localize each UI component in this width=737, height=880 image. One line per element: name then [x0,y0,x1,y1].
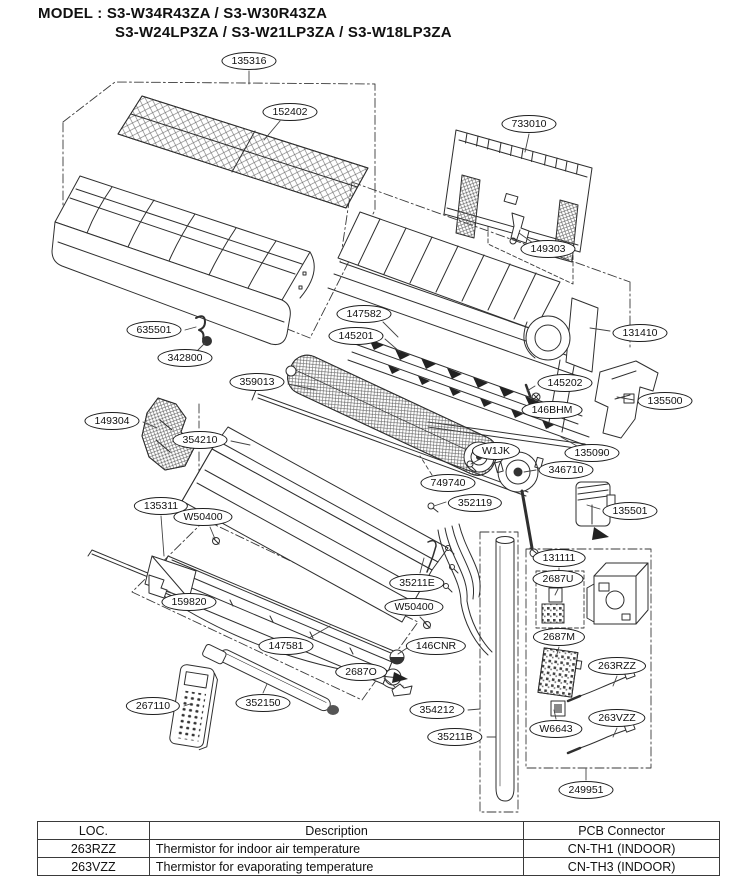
model-title: MODEL : S3-W34R43ZA / S3-W30R43ZA S3-W24… [38,4,452,42]
loc-cell: 263RZZ [37,839,150,858]
callout-35211b: 35211B [427,728,483,746]
callout-145201: 145201 [328,327,384,345]
installation-plate-part [443,129,593,263]
callout-147582: 147582 [336,305,392,323]
model-title-line1: MODEL : S3-W34R43ZA / S3-W30R43ZA [38,5,328,22]
side-bracket-part [141,397,196,471]
callout-635501: 635501 [126,321,182,339]
front-panel-part [51,175,315,345]
callout-131111: 131111 [532,549,586,567]
discharge-grille-assembly [87,549,408,690]
power-cord-part [509,212,530,245]
callout-135090: 135090 [564,444,620,462]
callout-2687o: 2687O [335,663,387,681]
callout-354212: 354212 [409,701,465,719]
table-row: 263VZZ Thermistor for evaporating temper… [37,857,720,876]
remote-control-part [169,664,218,751]
table-header-row: LOC. Description PCB Connector [37,821,720,840]
callout-146bhm: 146BHM [521,401,583,419]
thermistor-table: LOC. Description PCB Connector 263RZZ Th… [37,821,720,876]
callout-149303: 149303 [520,240,576,258]
callout-35211e: 35211E [389,574,445,592]
callout-733010: 733010 [501,115,557,133]
vane-parts [340,330,590,446]
col-header-loc: LOC. [37,821,150,840]
table-row: 263RZZ Thermistor for indoor air tempera… [37,839,720,858]
loc-cell: 263VZZ [37,857,150,876]
callout-352150: 352150 [235,694,291,712]
callout-263vzz: 263VZZ [588,709,646,727]
callout-359013: 359013 [229,373,285,391]
leader-lines [142,70,635,781]
model-title-line2: S3-W24LP3ZA / S3-W21LP3ZA / S3-W18LP3ZA [115,24,452,41]
callout-354210: 354210 [172,431,228,449]
callout-w1jk: W1JK [471,442,521,460]
wire-harness-part [426,523,493,656]
callout-131410: 131410 [612,324,668,342]
callout-w50400-1: W50400 [173,508,233,526]
drain-pipe-part [202,643,339,715]
callout-342800: 342800 [157,349,213,367]
fan-support-bar-part [251,389,529,497]
callout-135500: 135500 [637,392,693,410]
col-header-pcb-connector: PCB Connector [523,821,720,840]
col-header-description: Description [148,821,525,840]
callout-249951: 249951 [558,781,614,799]
air-filter-part [117,95,369,209]
callout-263rzz: 263RZZ [588,657,646,675]
callout-w50400-2: W50400 [384,598,444,616]
callout-145202: 145202 [537,374,593,392]
description-cell: Thermistor for evaporating temperature [148,857,525,876]
callout-352119: 352119 [447,494,503,512]
callout-2687u: 2687U [532,570,584,588]
callout-w6643: W6643 [529,720,583,738]
description-cell: Thermistor for indoor air temperature [148,839,525,858]
callout-149304: 149304 [84,412,140,430]
corner-bracket-part [594,360,659,439]
chassis-part [327,211,599,453]
callout-135316: 135316 [221,52,277,70]
pcb-connector-cell: CN-TH1 (INDOOR) [523,839,720,858]
callout-346710: 346710 [538,461,594,479]
callout-2687m: 2687M [532,628,586,646]
refrigerant-pipe-part [495,536,515,802]
callout-135501: 135501 [602,502,658,520]
callout-159820: 159820 [161,593,217,611]
stepping-motor-part [575,481,616,540]
callout-135311: 135311 [133,497,189,515]
callout-267110: 267110 [125,697,181,715]
pcb-connector-cell: CN-TH3 (INDOOR) [523,857,720,876]
callout-749740: 749740 [420,474,476,492]
callout-146cnr: 146CNR [405,637,467,655]
callout-152402: 152402 [262,103,318,121]
callout-147581: 147581 [258,637,314,655]
